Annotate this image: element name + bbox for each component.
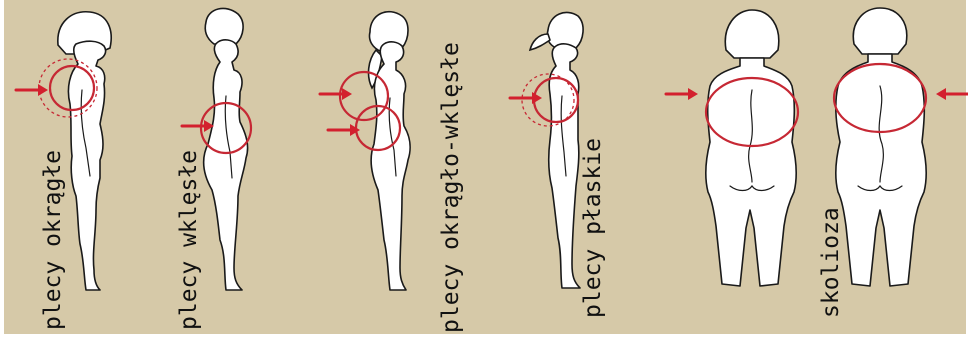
label-kypholordotic: plecy okrągło-wklęsłe: [438, 42, 464, 333]
label-flat: plecy płaskie: [580, 138, 606, 318]
hair: [547, 12, 583, 48]
hair-bun: [205, 8, 243, 44]
label-scoliosis: skolioza: [818, 207, 844, 318]
label-lordotic: plecy wklęsłe: [176, 150, 202, 330]
label-kyphotic: plecy okrągłe: [40, 150, 66, 330]
hair-bob: [853, 8, 906, 54]
